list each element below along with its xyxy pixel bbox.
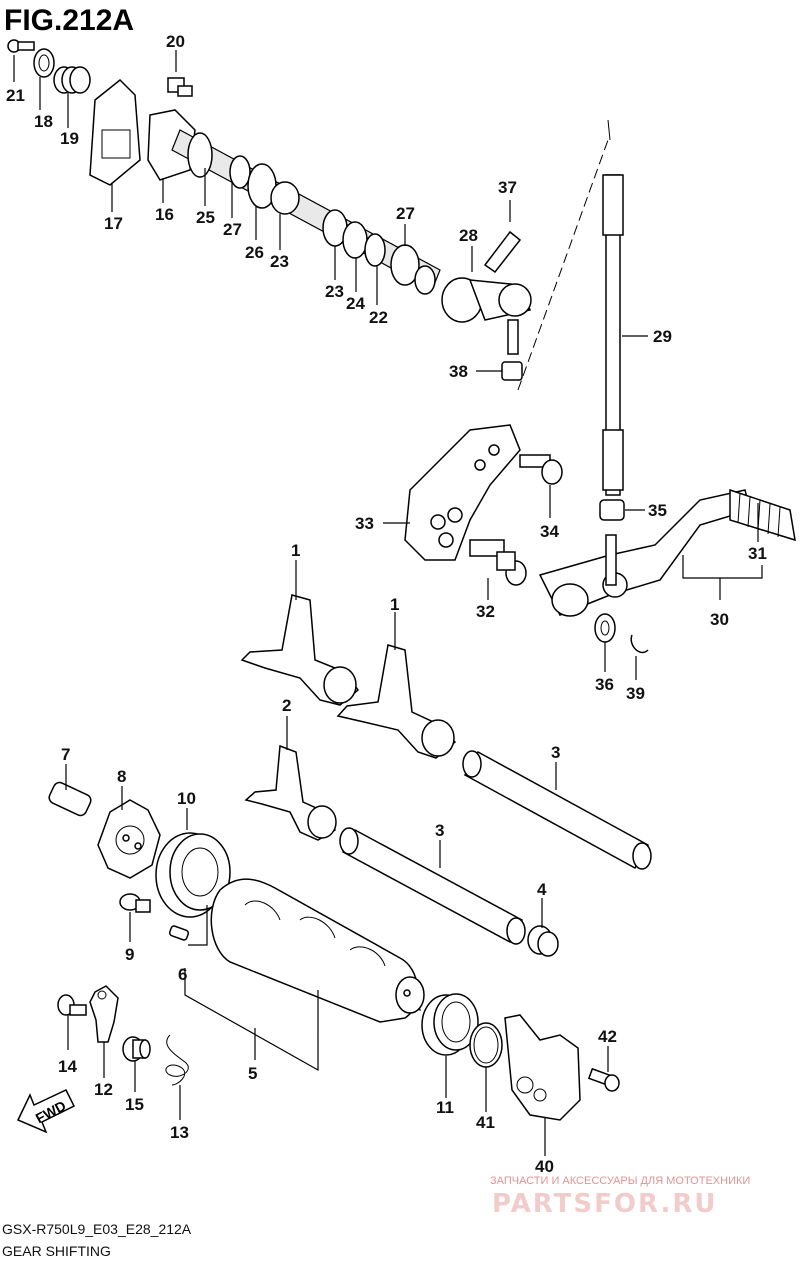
part-40-gear-position-sensor: [504, 1014, 581, 1121]
part-11-bearing: [421, 993, 479, 1056]
callout-10: 10: [177, 789, 196, 808]
callout-38: 38: [449, 362, 468, 381]
part-17-plate: [89, 78, 141, 186]
callout-8: 8: [117, 767, 126, 786]
watermark-tagline: ЗАПЧАСТИ И АКСЕССУАРЫ ДЛЯ МОТОТЕХНИКИ: [490, 1175, 750, 1187]
part-35-nut: [599, 499, 625, 521]
part-10-bearing: [155, 832, 231, 918]
callout-13: 13: [170, 1123, 189, 1142]
callout-2: 2: [282, 696, 291, 715]
callout-24: 24: [346, 294, 365, 313]
watermark: ЗАПЧАСТИ И АКСЕССУАРЫ ДЛЯ МОТОТЕХНИКИ PA…: [490, 1175, 750, 1219]
callout-21: 21: [6, 86, 25, 105]
callout-15: 15: [125, 1095, 144, 1114]
part-37-bolt: [483, 230, 522, 274]
shift-forks: [240, 594, 457, 841]
part-15-collar: [122, 1036, 151, 1062]
callout-17: 17: [104, 214, 123, 233]
callout-22: 22: [369, 308, 388, 327]
part-13-spring: [165, 1034, 189, 1086]
callout-9: 9: [125, 945, 134, 964]
fwd-direction-arrow: FWD: [16, 1089, 76, 1134]
part-3-fork-shaft-lower: [341, 828, 524, 944]
part-28-clamp: [441, 277, 532, 323]
part-42-bolt: [587, 1067, 620, 1092]
callout-5: 5: [248, 1064, 257, 1083]
part-34-bolt: [519, 454, 563, 485]
callout-31: 31: [748, 544, 767, 563]
callout-36: 36: [595, 675, 614, 694]
leader-lines: [13, 50, 759, 1156]
callout-19: 19: [60, 129, 79, 148]
callout-29: 29: [653, 327, 672, 346]
shift-rod-assembly: [538, 174, 796, 654]
watermark-brand: PARTSFOR.RU: [492, 1189, 717, 1219]
part-14-bolt: [57, 994, 87, 1016]
shift-drum-assembly: [48, 781, 620, 1121]
callout-4: 4: [537, 880, 547, 899]
part-4-plug: [527, 925, 559, 957]
shift-shaft-assembly: [7, 39, 611, 391]
part-6-pin: [168, 925, 190, 941]
callout-42: 42: [598, 1027, 617, 1046]
callout-20: 20: [166, 32, 185, 51]
model-code: GSX-R750L9_E03_E28_212A: [2, 1221, 192, 1237]
part-20-bolt: [167, 77, 193, 97]
callout-14: 14: [58, 1057, 77, 1076]
callout-3a: 3: [551, 743, 560, 762]
callout-1a: 1: [291, 541, 300, 560]
callout-33: 33: [355, 514, 374, 533]
part-12-stopper-lever: [89, 985, 119, 1043]
callout-7: 7: [61, 745, 70, 764]
part-39-clip: [630, 634, 649, 654]
part-36-washer: [594, 613, 616, 643]
part-38-nut: [501, 361, 523, 381]
callout-27b: 27: [396, 204, 415, 223]
callout-6: 6: [178, 965, 187, 984]
part-32-bolt: [469, 539, 527, 586]
bracket-assembly: [404, 424, 563, 586]
section-name: GEAR SHIFTING: [2, 1243, 111, 1259]
callout-23b: 23: [325, 282, 344, 301]
callout-27a: 27: [223, 220, 242, 239]
callout-39: 39: [626, 684, 645, 703]
callout-23a: 23: [270, 252, 289, 271]
callout-40: 40: [535, 1157, 554, 1176]
callout-numbers: 21 18 19 17 20 16 25 27 26 23 23 24 22 2…: [6, 32, 767, 1176]
callout-41: 41: [476, 1113, 495, 1132]
part-9-bolt: [119, 893, 151, 913]
callout-28: 28: [459, 226, 478, 245]
callout-35: 35: [648, 501, 667, 520]
fork-shafts: [339, 750, 652, 957]
part-21-bolt: [7, 39, 35, 53]
part-19-spring: [53, 66, 91, 94]
callout-18: 18: [34, 112, 53, 131]
callout-32: 32: [476, 602, 495, 621]
figure-title: FIG.212A: [4, 4, 134, 37]
callout-37: 37: [498, 178, 517, 197]
callout-26: 26: [245, 243, 264, 262]
part-18-washer: [33, 48, 55, 78]
callout-11: 11: [436, 1098, 454, 1117]
callout-25: 25: [196, 208, 215, 227]
part-41-o-ring: [469, 1022, 503, 1068]
part-5-shift-drum: [210, 878, 425, 1023]
callout-16: 16: [155, 205, 174, 224]
callout-34: 34: [540, 522, 559, 541]
callout-30: 30: [710, 610, 729, 629]
part-31-footpeg-rubber: [729, 488, 796, 542]
callout-1b: 1: [390, 595, 399, 614]
part-8-cam-plate: [97, 799, 161, 879]
part-7-pin: [48, 781, 92, 817]
callout-12: 12: [94, 1080, 113, 1099]
callout-3b: 3: [435, 821, 444, 840]
part-16-shift-arm: [147, 109, 196, 181]
